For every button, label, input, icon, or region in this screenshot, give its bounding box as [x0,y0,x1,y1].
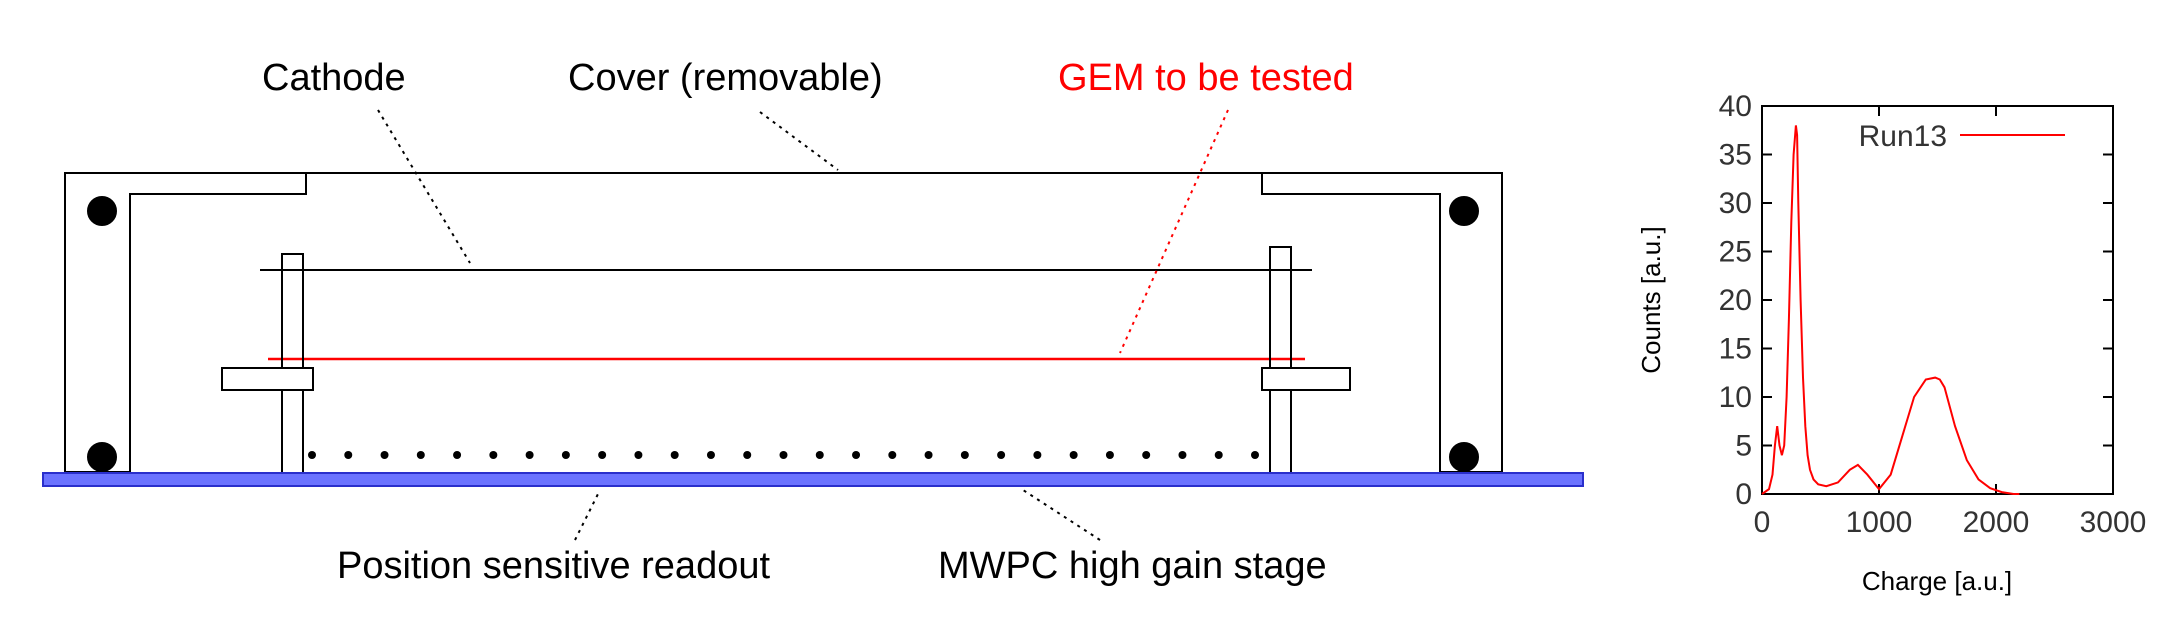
wire-dot [380,451,389,459]
wire-dot [706,451,715,459]
left-clamp [221,367,314,391]
left-frame-post [281,253,304,474]
wire-dot [1142,451,1151,459]
y-tick-label: 30 [1719,187,1752,220]
bolt-top-left [87,196,117,226]
cathode-label: Cathode [262,57,406,99]
wire-dot [1251,451,1259,459]
detector-diagram [42,109,1584,541]
x-tick-label: 0 [1754,506,1771,539]
x-tick-label: 1000 [1846,506,1913,539]
wire-dot [924,451,933,459]
axis-ticks: 0 1000 2000 3000 0 5 10 15 20 25 30 35 40 [1719,90,2147,539]
mwpc-label: MWPC high gain stage [938,545,1327,587]
wire-dot [416,451,425,459]
plot-frame [1761,105,2114,495]
wire-dot [525,451,534,459]
x-axis-label: Charge [a.u.] [1862,566,2012,596]
y-tick-label: 40 [1719,90,1752,123]
gem-label: GEM to be tested [1058,57,1354,99]
x-tick-label: 2000 [1963,506,2030,539]
cover-label: Cover (removable) [568,57,883,99]
wire-dot [815,451,824,459]
legend-label: Run13 [1859,120,1947,153]
leader-lines [377,109,1229,541]
wire-dot [960,451,969,459]
bolt-bottom-left [87,442,117,472]
y-axis-label: Counts [a.u.] [1636,226,1666,373]
bolt-top-right [1449,196,1479,226]
y-tick-label: 10 [1719,381,1752,414]
x-tick-label: 3000 [2080,506,2147,539]
wire-dot [453,451,462,459]
wire-dot [997,451,1006,459]
wire-dot [888,451,897,459]
wire-dot [344,451,353,459]
wire-dot [852,451,861,459]
y-tick-label: 35 [1719,139,1752,172]
readout-label: Position sensitive readout [337,545,770,587]
wire-dot [1214,451,1223,459]
y-tick-label: 15 [1719,333,1752,366]
mwpc-wires [308,451,1259,459]
wire-dot [670,451,679,459]
y-tick-label: 0 [1735,478,1752,511]
wire-dot [1105,451,1114,459]
wire-dot [1069,451,1078,459]
wire-dot [308,451,316,459]
y-tick-label: 20 [1719,284,1752,317]
series-run13-line [1761,125,2020,495]
wire-dot [561,451,570,459]
y-tick-label: 5 [1735,430,1752,463]
readout-plate [42,472,1584,487]
bolt-bottom-right [1449,442,1479,472]
wire-dot [1178,451,1187,459]
right-clamp [1261,367,1351,391]
wire-dot [779,451,788,459]
wire-dot [598,451,607,459]
y-tick-label: 25 [1719,236,1752,269]
charge-spectrum-chart: 0 1000 2000 3000 0 5 10 15 20 25 30 35 40 Run13 Char… [1636,90,2146,596]
wire-dot [743,451,752,459]
wire-dot [634,451,643,459]
wire-dot [1033,451,1042,459]
wire-dot [489,451,498,459]
